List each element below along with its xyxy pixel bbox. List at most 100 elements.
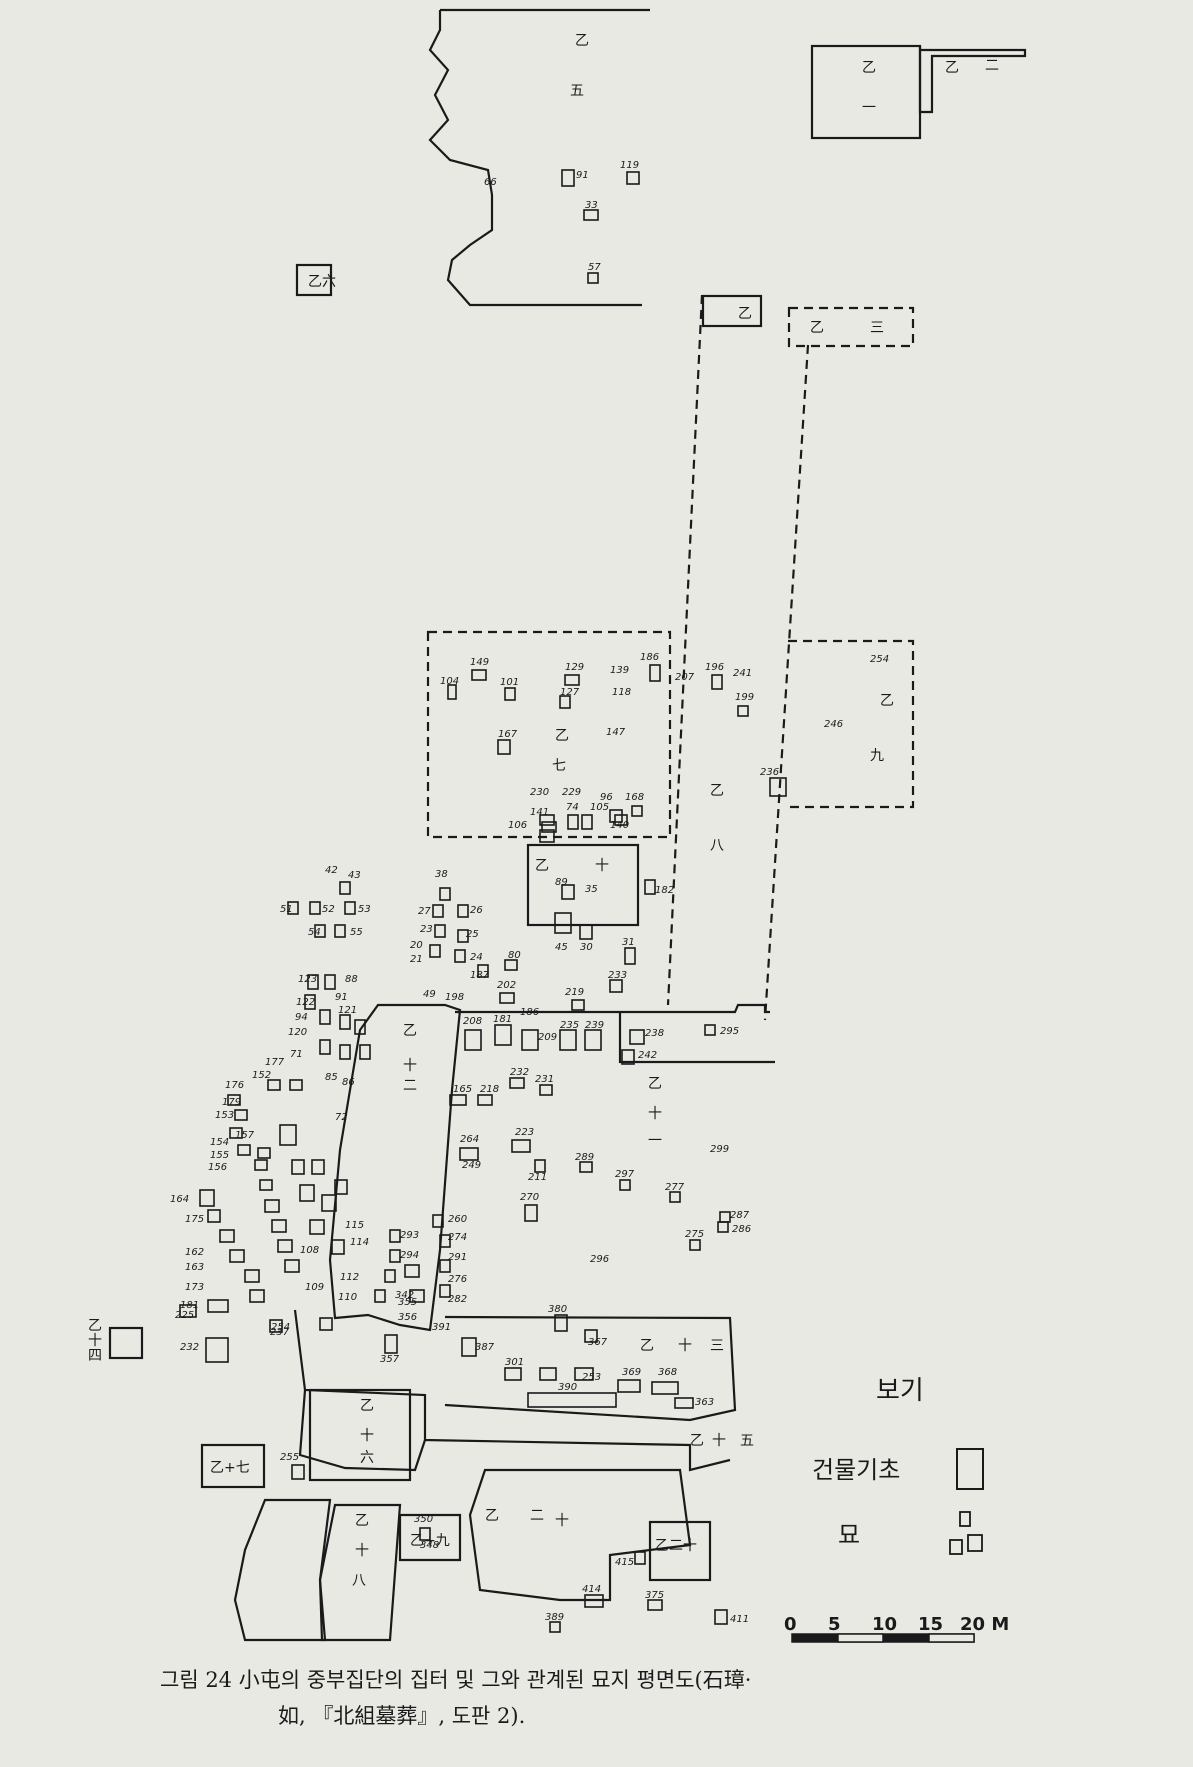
svg-text:202: 202: [497, 980, 516, 991]
svg-text:375: 375: [645, 1590, 664, 1601]
foundation-large: [455, 1003, 775, 1064]
svg-text:51: 51: [280, 904, 293, 915]
svg-text:六: 六: [360, 1450, 374, 1466]
svg-text:94: 94: [295, 1012, 308, 1023]
legend-building-swatch: [956, 1448, 984, 1490]
svg-text:乙: 乙: [880, 693, 894, 709]
svg-text:一: 一: [648, 1133, 662, 1149]
svg-text:140: 140: [610, 820, 629, 831]
svg-text:乙+七: 乙+七: [210, 1460, 250, 1476]
svg-text:乙: 乙: [555, 728, 569, 744]
svg-text:乙: 乙: [360, 1398, 374, 1414]
svg-text:177: 177: [265, 1057, 285, 1068]
svg-text:33: 33: [585, 200, 598, 211]
svg-text:154: 154: [210, 1137, 229, 1148]
svg-text:21: 21: [410, 954, 423, 965]
svg-text:乙: 乙: [88, 1318, 102, 1334]
svg-text:149: 149: [470, 657, 489, 668]
svg-text:274: 274: [448, 1232, 467, 1243]
figure-caption: 그림 24 小屯의 중부집단의 집터 및 그와 관계된 묘지 평면도(石璋· 如…: [160, 1662, 1060, 1734]
small-box-left: [295, 263, 333, 297]
svg-text:十: 十: [355, 1543, 369, 1559]
svg-text:乙: 乙: [485, 1508, 499, 1524]
svg-text:101: 101: [500, 677, 519, 688]
scale-tick-15: 15: [918, 1614, 943, 1635]
svg-text:348: 348: [420, 1540, 439, 1551]
foundation-top-irregular: [428, 8, 650, 307]
svg-text:389: 389: [545, 1612, 564, 1623]
svg-text:二: 二: [985, 58, 999, 74]
svg-text:181: 181: [493, 1014, 512, 1025]
svg-text:387: 387: [475, 1342, 495, 1353]
foundation-box-small: [648, 1520, 712, 1582]
svg-text:415: 415: [615, 1557, 634, 1568]
svg-text:380: 380: [548, 1304, 567, 1315]
svg-text:186: 186: [640, 652, 659, 663]
svg-text:357: 357: [380, 1354, 400, 1365]
svg-text:十: 十: [712, 1433, 726, 1449]
foundation-box-left: [200, 1443, 266, 1489]
svg-text:230: 230: [530, 787, 549, 798]
svg-text:十: 十: [555, 1513, 569, 1529]
svg-text:179: 179: [222, 1097, 241, 1108]
svg-text:141: 141: [530, 807, 549, 818]
svg-text:155: 155: [210, 1150, 229, 1161]
svg-text:275: 275: [685, 1229, 704, 1240]
svg-text:66: 66: [484, 177, 497, 188]
svg-text:363: 363: [695, 1397, 714, 1408]
foundation-box-7: [526, 843, 640, 927]
svg-text:264: 264: [460, 1134, 479, 1145]
svg-text:乙: 乙: [862, 60, 876, 76]
svg-text:199: 199: [735, 692, 754, 703]
svg-text:十: 十: [678, 1338, 692, 1354]
svg-text:165: 165: [453, 1084, 472, 1095]
svg-text:255: 255: [280, 1452, 299, 1463]
svg-text:43: 43: [348, 870, 361, 881]
svg-text:253: 253: [582, 1372, 601, 1383]
svg-text:356: 356: [398, 1312, 417, 1323]
svg-text:233: 233: [608, 970, 627, 981]
svg-text:24: 24: [470, 952, 483, 963]
scale-tick-20: 20 M: [960, 1614, 1009, 1635]
svg-text:355: 355: [398, 1297, 417, 1308]
scale-tick-0: 0: [784, 1614, 797, 1635]
svg-text:277: 277: [665, 1182, 685, 1193]
svg-text:301: 301: [505, 1357, 524, 1368]
svg-text:293: 293: [400, 1230, 419, 1241]
svg-text:175: 175: [185, 1214, 204, 1225]
svg-text:三: 三: [870, 320, 884, 336]
svg-text:152: 152: [252, 1070, 271, 1081]
svg-text:139: 139: [610, 665, 629, 676]
svg-text:249: 249: [462, 1160, 481, 1171]
svg-text:238: 238: [645, 1028, 664, 1039]
svg-text:三: 三: [710, 1338, 724, 1354]
svg-text:181: 181: [180, 1300, 199, 1311]
svg-text:391: 391: [432, 1322, 451, 1333]
svg-text:147: 147: [606, 727, 626, 738]
svg-text:164: 164: [170, 1194, 189, 1205]
svg-text:乙: 乙: [710, 783, 724, 799]
legend-building-label: 건물기초: [812, 1456, 901, 1484]
svg-text:122: 122: [296, 997, 315, 1008]
svg-text:86: 86: [342, 1077, 355, 1088]
svg-text:291: 291: [448, 1252, 467, 1263]
svg-text:80: 80: [508, 950, 521, 961]
svg-text:108: 108: [300, 1245, 319, 1256]
svg-text:27: 27: [418, 906, 431, 917]
svg-text:乙: 乙: [575, 33, 589, 49]
svg-text:91: 91: [335, 992, 348, 1003]
svg-text:88: 88: [345, 974, 358, 985]
legend-tomb-label: 묘: [838, 1521, 861, 1549]
svg-text:232: 232: [510, 1067, 529, 1078]
svg-text:350: 350: [414, 1514, 433, 1525]
svg-text:129: 129: [565, 662, 584, 673]
svg-text:四: 四: [88, 1348, 102, 1364]
svg-text:23: 23: [420, 924, 433, 935]
svg-text:241: 241: [733, 668, 752, 679]
svg-text:156: 156: [208, 1162, 227, 1173]
svg-text:55: 55: [350, 927, 363, 938]
svg-text:106: 106: [508, 820, 527, 831]
svg-text:239: 239: [585, 1020, 604, 1031]
